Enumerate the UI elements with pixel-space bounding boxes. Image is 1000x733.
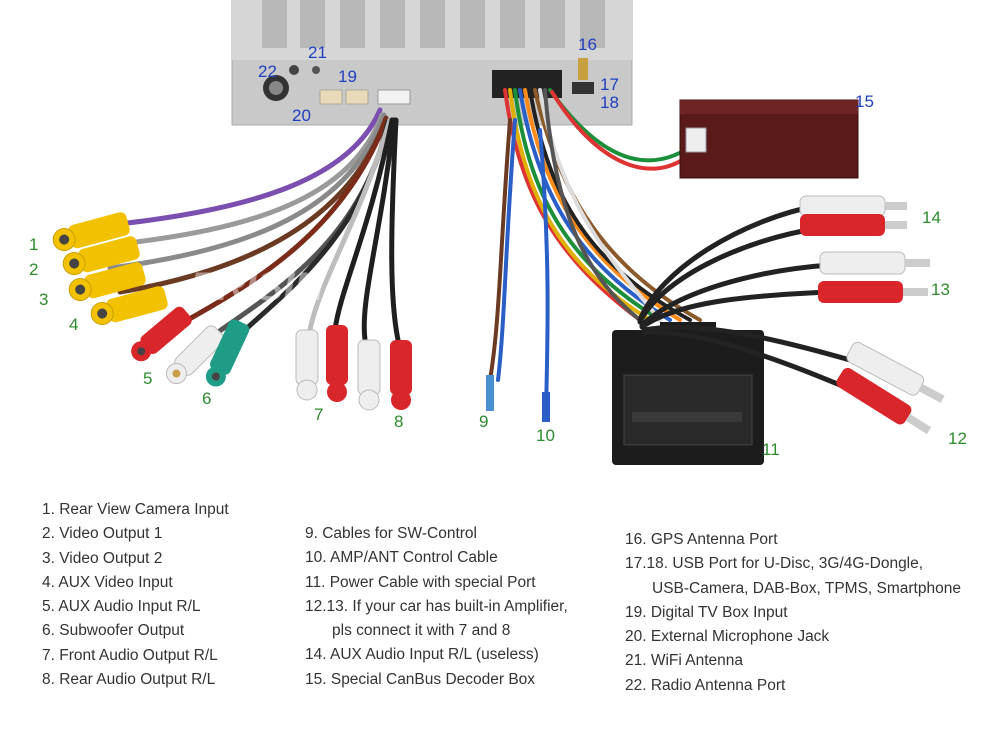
legend-item-continuation: pls connect it with 7 and 8 — [332, 622, 511, 640]
wiring-harness-photo: ERISIN 1 2 3 4 5 6 7 8 9 10 11 12 13 14 … — [29, 0, 967, 465]
callout-17: 17 — [600, 75, 619, 94]
legend-item: 2. Video Output 1 — [42, 525, 163, 543]
legend-item: 7. Front Audio Output R/L — [42, 646, 218, 664]
legend-item: 4. AUX Video Input — [42, 573, 173, 591]
callout-19: 19 — [338, 67, 357, 86]
callout-14: 14 — [922, 208, 941, 227]
callout-4: 4 — [69, 315, 78, 334]
legend-item: 10. AMP/ANT Control Cable — [305, 549, 498, 567]
legend-column-2: 9. Cables for SW-Control 10. AMP/ANT Con… — [305, 522, 568, 692]
callout-3: 3 — [39, 290, 48, 309]
legend-item: 16. GPS Antenna Port — [625, 531, 778, 548]
legend-item: 20. External Microphone Jack — [625, 628, 830, 646]
callout-20: 20 — [292, 106, 311, 125]
callout-2: 2 — [29, 260, 38, 279]
amp-ant-tip — [542, 392, 550, 422]
legend-item-continuation: USB-Camera, DAB-Box, TPMS, Smartphone — [652, 579, 961, 597]
legend-item: 15. Special CanBus Decoder Box — [305, 670, 536, 688]
legend-item: 6. Subwoofer Output — [42, 622, 185, 640]
callout-8: 8 — [394, 412, 403, 431]
legend-item: 12.13. If your car has built-in Amplifie… — [305, 597, 568, 615]
callout-7: 7 — [314, 405, 323, 424]
legend-item: 17.18. USB Port for U-Disc, 3G/4G-Dongle… — [625, 555, 924, 573]
head-unit — [231, 0, 633, 126]
callout-6: 6 — [202, 389, 211, 408]
callout-5: 5 — [143, 369, 152, 388]
callout-9: 9 — [479, 412, 488, 431]
legend-item: 1. Rear View Camera Input — [42, 501, 229, 518]
av-cable-bundle — [107, 107, 401, 348]
aux-audio-subwoofer-plugs — [131, 306, 250, 387]
callout-12: 12 — [948, 429, 967, 448]
callout-16: 16 — [578, 35, 597, 54]
watermark: ERISIN — [190, 265, 324, 309]
callout-11: 11 — [762, 440, 780, 459]
power-connector — [612, 322, 764, 465]
callout-18: 18 — [600, 93, 619, 112]
callout-22: 22 — [258, 62, 277, 81]
callout-13: 13 — [931, 280, 950, 299]
callout-21: 21 — [308, 43, 327, 62]
callout-10: 10 — [536, 426, 555, 445]
legend-item: 3. Video Output 2 — [42, 549, 163, 567]
legend-item: 5. AUX Audio Input R/L — [42, 598, 201, 616]
callout-numbers: 1 2 3 4 5 6 7 8 9 10 11 12 13 14 15 16 1… — [29, 35, 967, 459]
front-rear-output-plugs — [295, 325, 412, 411]
legend-column-1: 1. Rear View Camera Input 2. Video Outpu… — [42, 498, 229, 692]
legend-column-3: 16. GPS Antenna Port 17.18. USB Port for… — [625, 528, 961, 698]
amplifier-rca-plugs — [637, 202, 853, 388]
yellow-rca-plugs — [52, 212, 168, 326]
legend-item: 22. Radio Antenna Port — [625, 676, 786, 694]
legend-item: 21. WiFi Antenna — [625, 652, 744, 670]
callout-15: 15 — [855, 92, 874, 111]
canbus-decoder-box — [679, 99, 859, 179]
legend-item: 8. Rear Audio Output R/L — [42, 671, 216, 689]
legend-item: 11. Power Cable with special Port — [305, 573, 536, 591]
legend-item: 14. AUX Audio Input R/L (useless) — [305, 646, 539, 664]
callout-1: 1 — [29, 235, 38, 254]
sw-control-tip — [486, 375, 494, 411]
legend-item: 19. Digital TV Box Input — [625, 603, 788, 621]
legend-item: 9. Cables for SW-Control — [305, 525, 477, 542]
